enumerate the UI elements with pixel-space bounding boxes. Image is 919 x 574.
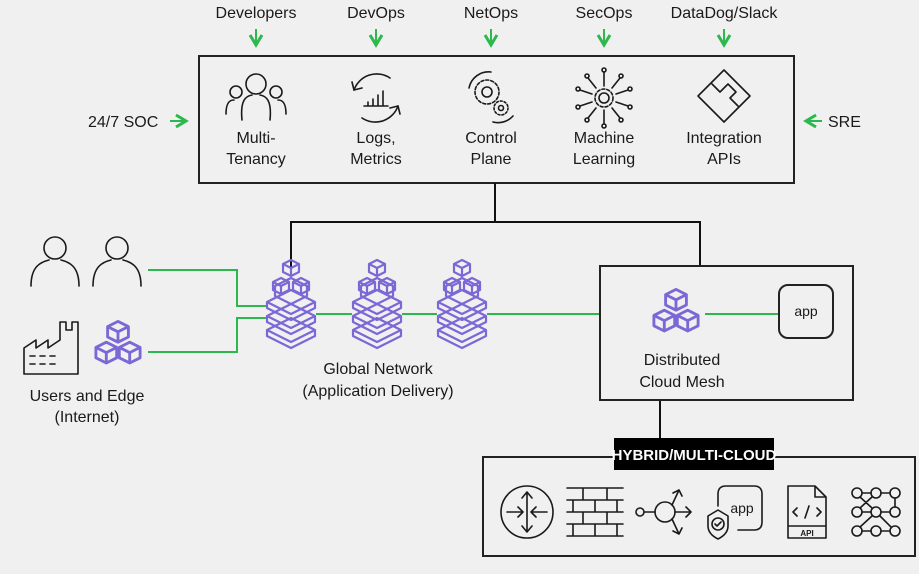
router-icon [500, 485, 554, 539]
cloud-mesh-box [599, 265, 854, 401]
users-icon [30, 236, 142, 287]
machine-learning-icon [575, 67, 633, 129]
global-network-line2: (Application Delivery) [302, 383, 453, 400]
global-network-node-icon [353, 260, 401, 348]
feature-logs-line2: Metrics [350, 151, 402, 168]
feature-integration-line1: Integration [686, 130, 762, 147]
persona-devops: DevOps [347, 5, 405, 22]
factory-icon [23, 321, 79, 375]
feature-labels: Multi- Tenancy Logs, Metrics Control Pla… [226, 130, 762, 168]
persona-labels: Developers DevOps NetOps SecOps DataDog/… [216, 5, 779, 22]
hybrid-box [482, 456, 916, 557]
mesh-app-label: app [794, 303, 818, 319]
platform-box [198, 55, 795, 184]
users-edge-line2: (Internet) [55, 409, 120, 426]
global-network-node-icon [438, 260, 486, 348]
hybrid-title-badge [614, 438, 774, 470]
feature-control-line1: Control [465, 130, 517, 147]
feature-ml-line1: Machine [574, 130, 635, 147]
integration-icon [697, 69, 751, 123]
firewall-icon [566, 487, 624, 537]
app-security-icon [707, 485, 763, 540]
persona-datadog-slack: DataDog/Slack [671, 5, 779, 22]
persona-netops: NetOps [464, 5, 518, 22]
feature-control-line2: Plane [471, 151, 512, 168]
sre-label: SRE [828, 114, 861, 131]
persona-developers: Developers [216, 5, 297, 22]
global-network-node-icon [267, 260, 315, 348]
persona-secops: SecOps [576, 5, 633, 22]
arrow-down-icons [248, 29, 732, 48]
api-document-icon [787, 485, 827, 539]
network-mesh-icon [851, 487, 901, 537]
api-label: API [800, 529, 813, 538]
mesh-cube-cluster-icon [654, 289, 698, 331]
load-balancer-icon [635, 489, 692, 535]
network-links [148, 269, 779, 353]
app-box [778, 284, 834, 339]
feature-logs-line1: Logs, [356, 130, 395, 147]
feature-multi-tenancy-line1: Multi- [236, 130, 275, 147]
soc-label: 24/7 SOC [88, 114, 158, 131]
feature-multi-tenancy-line2: Tenancy [226, 151, 286, 168]
logs-metrics-icon [351, 73, 401, 123]
users-edge-line1: Users and Edge [30, 388, 145, 405]
hybrid-app-label: app [730, 500, 754, 516]
feature-ml-line2: Learning [573, 151, 635, 168]
cloud-mesh-line1: Distributed [644, 352, 720, 369]
global-network-line1: Global Network [323, 361, 433, 378]
feature-integration-line2: APIs [707, 151, 741, 168]
cloud-mesh-line2: Cloud Mesh [639, 374, 724, 391]
platform-connector [290, 183, 701, 270]
users-icon [225, 73, 287, 121]
gears-icon [468, 71, 514, 124]
hybrid-title: HYBRID/MULTI-CLOUD [612, 447, 777, 464]
edge-cube-cluster-icon [96, 321, 140, 363]
